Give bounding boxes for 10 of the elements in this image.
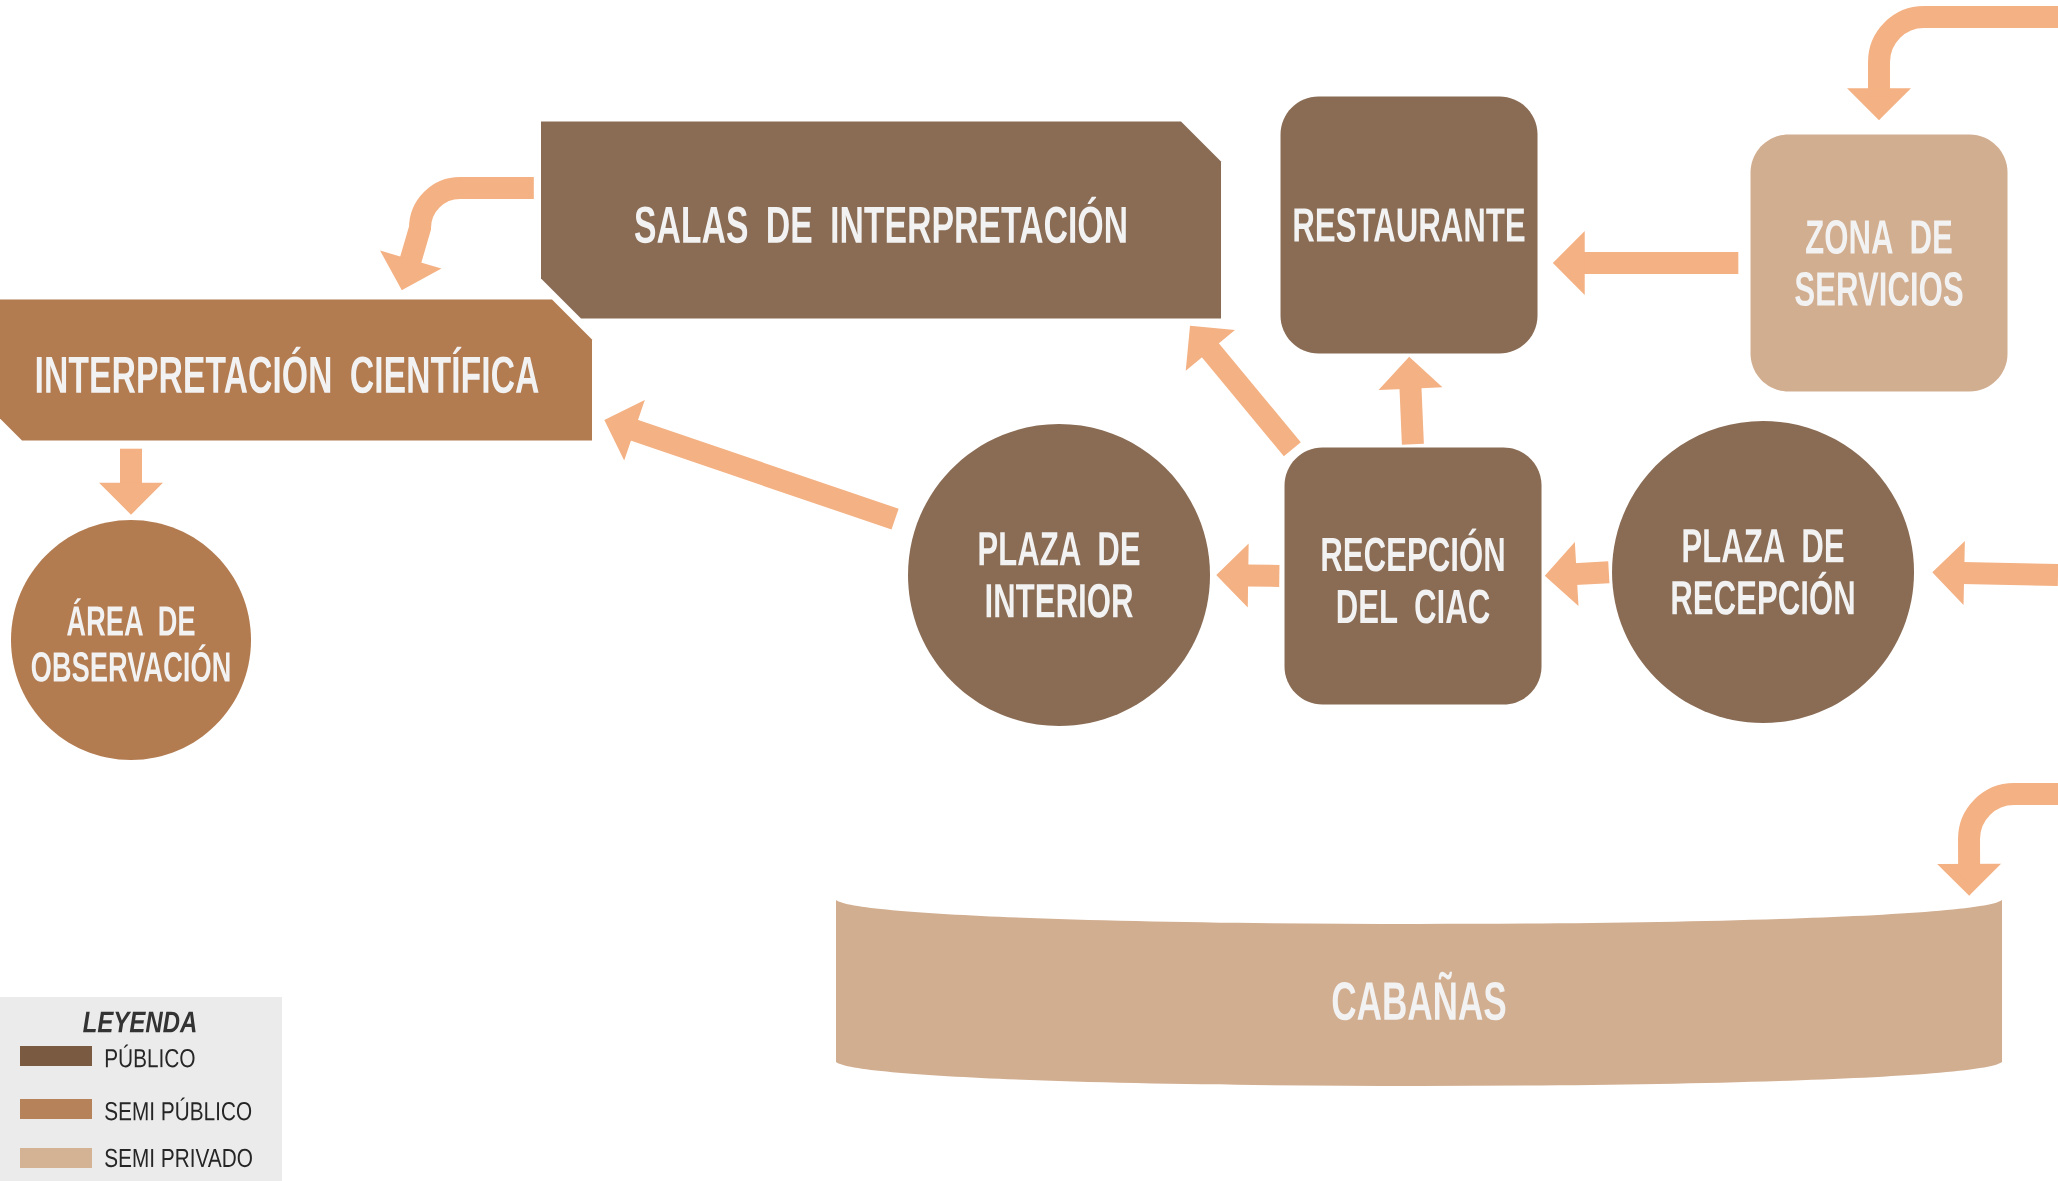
room-block: INTERPRETACIÓN CIENTÍFICA: [0, 299, 592, 441]
rounded-box: RESTAURANTE: [1280, 96, 1538, 354]
rounded-box: RECEPCIÓN DEL CIAC: [1284, 447, 1542, 705]
room-block: SALAS DE INTERPRETACIÓN: [541, 121, 1221, 319]
legend-title: LEYENDA: [83, 1011, 196, 1033]
rounded-box: ZONA DE SERVICIOS: [1750, 134, 2008, 392]
legend-label: SEMI PRIVADO: [105, 1148, 252, 1168]
cabin-band: CABAÑAS: [836, 900, 2003, 1086]
legend-label: SEMI PÚBLICO: [105, 1097, 252, 1121]
legend-label: PÚBLICO: [105, 1044, 195, 1068]
